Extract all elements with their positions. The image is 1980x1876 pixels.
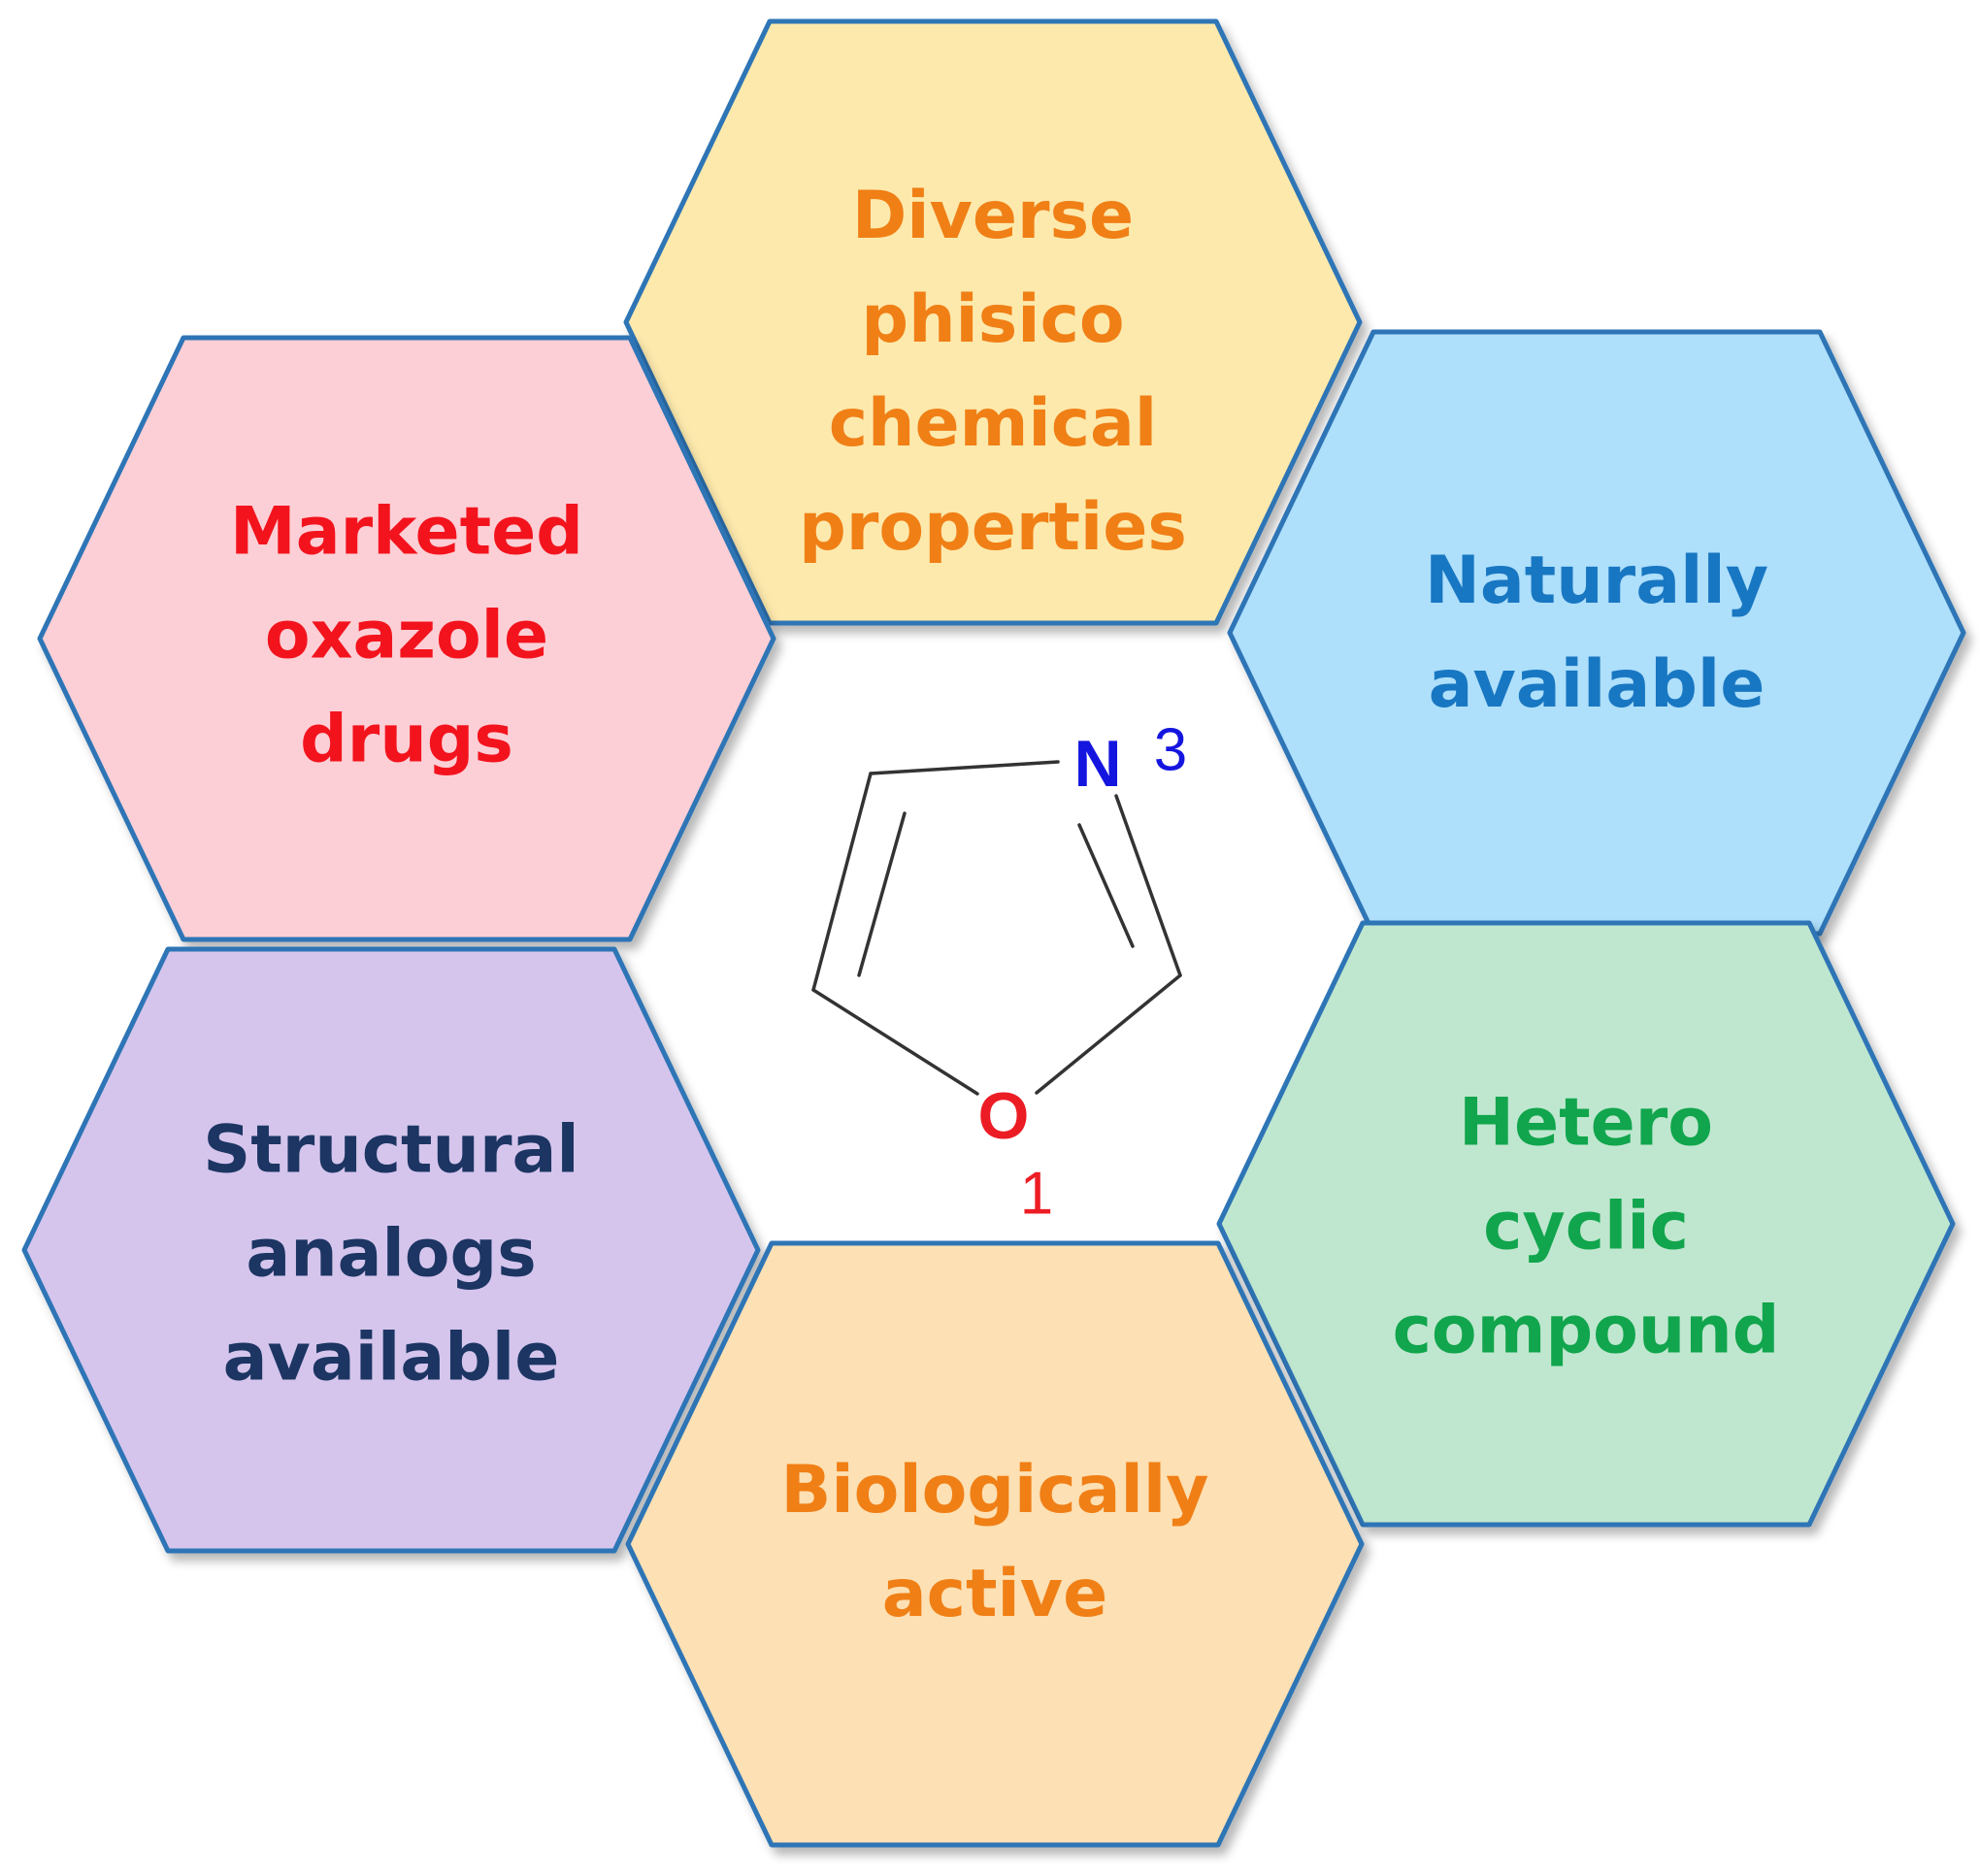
bond-c4-n3 <box>869 760 1060 775</box>
hexagon-label-line: available <box>223 1320 560 1397</box>
nitrogen-atom-label: N <box>1073 727 1121 801</box>
bond-o1-c2 <box>1035 973 1182 1095</box>
hexagon-shape <box>21 946 761 1554</box>
hexagon-label-line: Biologically <box>780 1452 1208 1529</box>
hexagon-label-line: properties <box>799 489 1187 566</box>
hexagon-label-line: Marketed <box>230 494 583 571</box>
hexagon-lower-right: Hetero cyclic compound <box>1216 920 1956 1528</box>
bond-c4-c5-double <box>857 811 907 977</box>
bond-c2-n3-double <box>1077 823 1135 948</box>
hexagon-label-line: oxazole <box>265 598 548 675</box>
hexagon-upper-left: Marketed oxazole drugs <box>37 335 776 942</box>
nitrogen-position-number: 3 <box>1154 717 1187 784</box>
oxygen-atom-label: O <box>978 1079 1030 1153</box>
hexagon-group: Diverse phisico chemical properties Marketed… <box>21 18 1966 1848</box>
hexagon-label-line: drugs <box>300 702 513 778</box>
hexagon-label-line: phisico <box>861 281 1124 358</box>
hexagon-shape <box>1216 920 1956 1528</box>
hexagon-label-line: Hetero <box>1459 1085 1713 1162</box>
hexagon-label-line: Naturally <box>1425 543 1768 619</box>
oxygen-position-number: 1 <box>1020 1161 1053 1228</box>
hexagon-shape <box>623 18 1363 626</box>
hexagon-shape <box>625 1240 1365 1848</box>
hexagon-label-line: Diverse <box>852 178 1134 254</box>
hexagon-label-line: compound <box>1393 1293 1780 1369</box>
oxazole-structure: N 3 O 1 <box>811 717 1187 1228</box>
hexagon-label-line: cyclic <box>1483 1189 1689 1266</box>
hexagon-lower-left: Structural analogs available <box>21 946 761 1554</box>
bond-c5-o1 <box>811 988 979 1096</box>
bond-c2-n3 <box>1114 794 1182 977</box>
hexagon-bottom: Biologically active <box>625 1240 1365 1848</box>
hexagon-label-line: chemical <box>829 385 1158 462</box>
hexagon-shape <box>1227 329 1966 937</box>
hexagon-upper-right: Naturally available <box>1227 329 1966 937</box>
bond-c4-c5 <box>811 772 873 992</box>
hexagon-top: Diverse phisico chemical properties <box>623 18 1363 626</box>
hexagon-label-line: available <box>1429 646 1766 723</box>
hexagon-label-line: Structural <box>203 1112 578 1189</box>
hexagon-label-line: active <box>882 1556 1107 1632</box>
hexagon-label-line: analogs <box>246 1216 536 1293</box>
hexagon-shape <box>37 335 776 942</box>
